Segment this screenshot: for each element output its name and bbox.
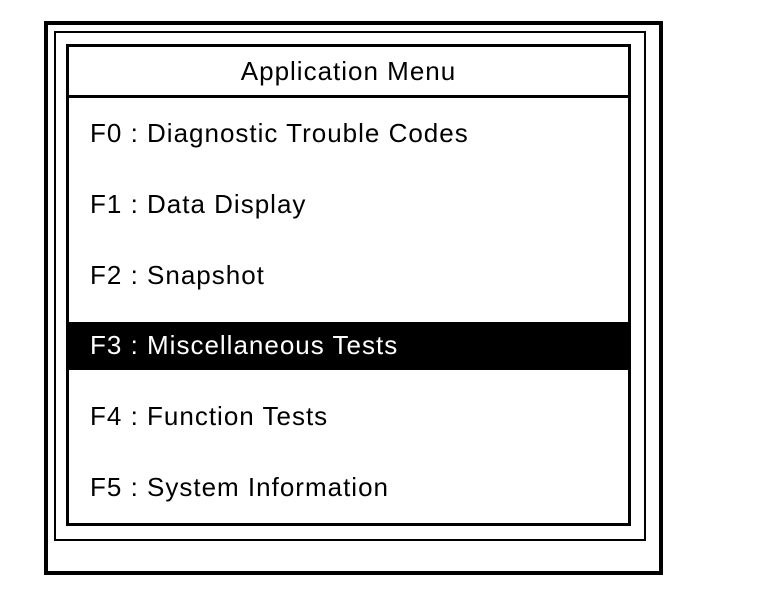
menu-item-f0-diagnostic-trouble-codes[interactable]: F0 : Diagnostic Trouble Codes — [69, 98, 628, 169]
menu-item-f5-system-information[interactable]: F5 : System Information — [69, 452, 628, 523]
menu-title-bar: Application Menu — [69, 47, 628, 98]
menu-item-label: F4 : Function Tests — [69, 392, 628, 441]
menu-item-f3-miscellaneous-tests[interactable]: F3 : Miscellaneous Tests — [69, 310, 628, 381]
menu-list: F0 : Diagnostic Trouble Codes F1 : Data … — [69, 98, 628, 523]
menu-item-f4-function-tests[interactable]: F4 : Function Tests — [69, 381, 628, 452]
menu-title: Application Menu — [240, 55, 457, 86]
menu-item-f1-data-display[interactable]: F1 : Data Display — [69, 169, 628, 240]
menu-item-label: F1 : Data Display — [69, 180, 628, 229]
menu-item-f2-snapshot[interactable]: F2 : Snapshot — [69, 240, 628, 311]
menu-item-label: F5 : System Information — [69, 463, 628, 512]
menu-item-label: F0 : Diagnostic Trouble Codes — [69, 109, 628, 158]
application-menu-panel: Application Menu F0 : Diagnostic Trouble… — [66, 44, 631, 526]
menu-item-label: F3 : Miscellaneous Tests — [69, 321, 628, 370]
menu-item-label: F2 : Snapshot — [69, 251, 628, 300]
